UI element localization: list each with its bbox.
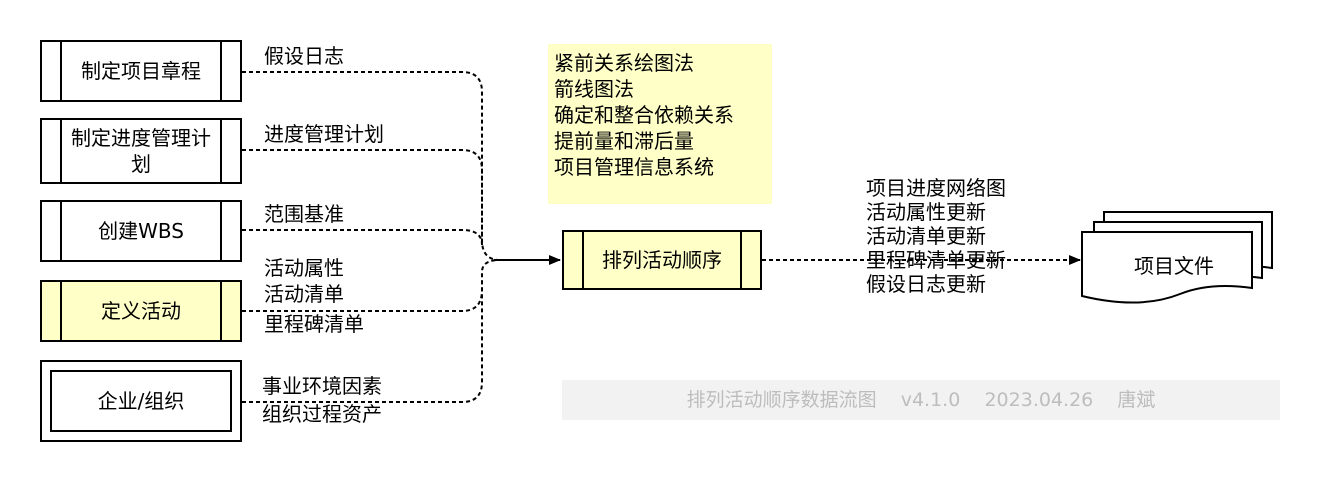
input-schedule-plan-box: 制定进度管理计划 <box>40 118 242 184</box>
box-left-bar <box>564 232 584 288</box>
outputs-list: 项目进度网络图 活动属性更新 活动清单更新 里程碑清单更新 假设日志更新 <box>866 176 1006 296</box>
line-charter <box>242 71 501 261</box>
line-schedule-plan <box>242 149 483 240</box>
flow-scope-baseline: 范围基准 <box>264 202 344 226</box>
output-item: 里程碑清单更新 <box>866 248 1006 272</box>
output-item: 项目进度网络图 <box>866 176 1006 200</box>
box-left-bar <box>42 42 62 100</box>
output-item: 活动清单更新 <box>866 224 986 248</box>
box-right-bar <box>740 232 760 288</box>
box-left-bar <box>42 202 62 260</box>
box-left-bar <box>42 120 62 182</box>
flow-assumption-log: 假设日志 <box>264 44 344 68</box>
box-right-bar <box>220 282 240 340</box>
box-left-bar <box>42 282 62 340</box>
flow-activity-list: 活动清单 <box>264 282 344 306</box>
documents-shape <box>1081 211 1273 304</box>
tools-techniques-panel: 紧前关系绘图法 箭线图法 确定和整合依赖关系 提前量和滞后量 项目管理信息系统 <box>548 44 772 204</box>
input-wbs-box: 创建WBS <box>40 200 242 262</box>
box-inner-border <box>50 370 232 432</box>
flow-milestone-list: 里程碑清单 <box>264 312 364 336</box>
input-charter-box: 制定项目章程 <box>40 40 242 102</box>
line-enterprise <box>242 280 483 403</box>
output-item: 假设日志更新 <box>866 272 986 296</box>
process-label: 排列活动顺序 <box>602 248 722 272</box>
line-wbs <box>242 229 483 246</box>
input-enterprise-box: 企业/组织 <box>40 360 242 442</box>
flow-opa: 组织过程资产 <box>262 402 382 426</box>
input-schedule-plan-label: 制定进度管理计划 <box>71 126 211 176</box>
input-define-activities-label: 定义活动 <box>101 299 181 323</box>
input-enterprise-label: 企业/组织 <box>97 389 185 413</box>
box-right-bar <box>220 202 240 260</box>
tool-item: 项目管理信息系统 <box>554 155 714 179</box>
destination-label: 项目文件 <box>1134 254 1214 278</box>
box-right-bar <box>220 120 240 182</box>
process-box: 排列活动顺序 <box>562 230 762 290</box>
tool-item: 箭线图法 <box>554 77 634 101</box>
tool-item: 提前量和滞后量 <box>554 129 694 153</box>
flow-eef: 事业环境因素 <box>262 374 382 398</box>
flow-activity-attributes: 活动属性 <box>264 256 344 280</box>
tool-item: 紧前关系绘图法 <box>554 51 694 75</box>
footer-caption: 排列活动顺序数据流图 v4.1.0 2023.04.26 唐斌 <box>562 380 1280 420</box>
input-wbs-label: 创建WBS <box>98 219 184 243</box>
box-right-bar <box>220 42 240 100</box>
input-charter-label: 制定项目章程 <box>81 59 201 83</box>
flow-schedule-mgmt-plan: 进度管理计划 <box>264 122 384 146</box>
output-item: 活动属性更新 <box>866 200 986 224</box>
input-define-activities-box: 定义活动 <box>40 280 242 342</box>
tool-item: 确定和整合依赖关系 <box>554 103 734 127</box>
